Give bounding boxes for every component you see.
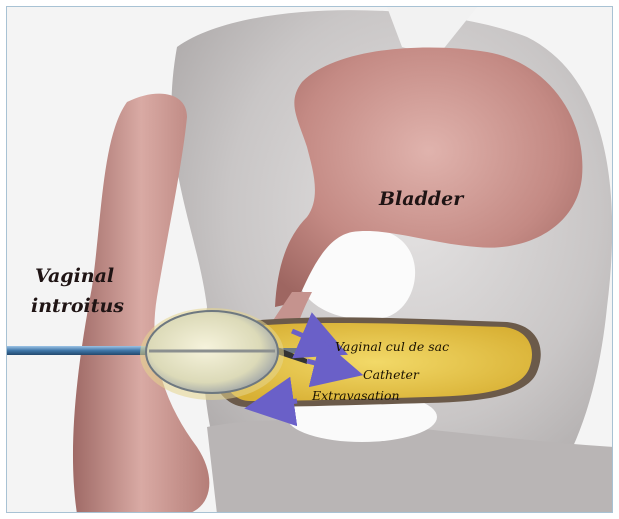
label-bladder: Bladder [378,188,465,210]
illustration-frame: Bladder Vaginal introitus Vaginal cul de… [6,6,613,513]
anatomy-illustration: Bladder Vaginal introitus Vaginal cul de… [7,7,613,513]
label-catheter: Catheter [363,367,420,382]
catheter-tube [7,346,147,355]
label-vaginal-cul-de-sac: Vaginal cul de sac [335,339,449,354]
label-vaginal-introitus-line1: Vaginal [35,265,114,287]
label-vaginal-introitus-line2: introitus [31,295,124,317]
label-extravasation: Extravasation [311,388,400,403]
